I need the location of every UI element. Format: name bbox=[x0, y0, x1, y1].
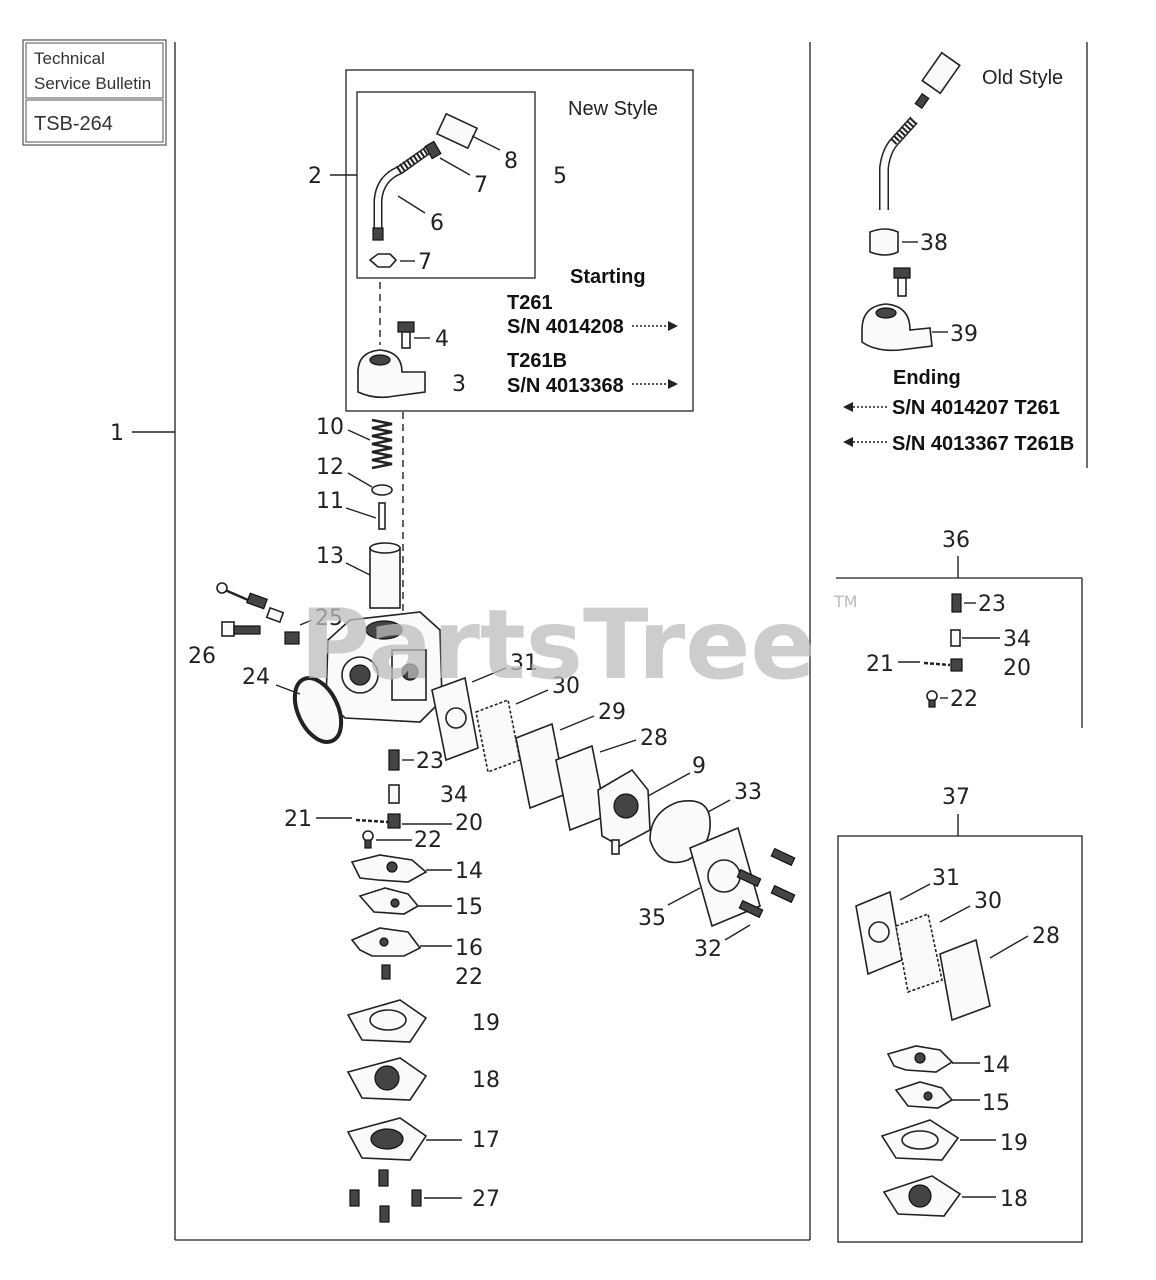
main-frame: 1 bbox=[110, 42, 811, 1241]
new-style-sn-a: S/N 4014208 bbox=[507, 316, 624, 338]
callout-12: 12 bbox=[316, 455, 344, 480]
carburetor-body: 25 26 24 bbox=[188, 582, 443, 744]
callout-34: 34 bbox=[440, 783, 468, 808]
new-style-box: 2 New Style 5 6 7 8 7 4 3 Starting T26 bbox=[308, 69, 694, 412]
tsb-box: Technical Service Bulletin TSB-264 bbox=[22, 39, 167, 146]
kit36-callout-22: 22 bbox=[950, 687, 978, 712]
watermark: PartsTree bbox=[300, 589, 815, 701]
lower-stack: 23 34 21 20 22 14 15 16 22 19 18 bbox=[284, 749, 500, 1223]
kit36-callout-23: 23 bbox=[978, 592, 1006, 617]
callout-17: 17 bbox=[472, 1128, 500, 1153]
callout-15: 15 bbox=[455, 895, 483, 920]
callout-23: 23 bbox=[416, 749, 444, 774]
old-style-heading: Old Style bbox=[982, 67, 1063, 89]
screws-32 bbox=[736, 847, 796, 919]
old-style-ending: Ending bbox=[893, 367, 961, 389]
callout-5: 5 bbox=[553, 164, 567, 189]
callout-38: 38 bbox=[920, 231, 948, 256]
new-style-starting: Starting bbox=[570, 266, 646, 288]
callout-14: 14 bbox=[455, 859, 483, 884]
kit36-callout-21: 21 bbox=[866, 652, 894, 677]
pump-side-stack: 31 30 29 28 9 33 35 32 bbox=[431, 651, 796, 962]
callout-19: 19 bbox=[472, 1011, 500, 1036]
kit-37: 37 31 30 28 14 15 19 18 bbox=[837, 785, 1083, 1243]
kit37-callout-18: 18 bbox=[1000, 1187, 1028, 1212]
callout-28: 28 bbox=[640, 726, 668, 751]
screws-27 bbox=[349, 1169, 422, 1223]
callout-10: 10 bbox=[316, 415, 344, 440]
kit37-callout-31: 31 bbox=[932, 866, 960, 891]
tsb-number: TSB-264 bbox=[34, 113, 113, 135]
callout-21: 21 bbox=[284, 807, 312, 832]
callout-24: 24 bbox=[242, 665, 270, 690]
tsb-title-line1: Technical bbox=[34, 49, 105, 68]
callout-2: 2 bbox=[308, 164, 322, 189]
callout-9: 9 bbox=[692, 754, 706, 779]
kit36-callout-34: 34 bbox=[1003, 627, 1031, 652]
kit-36: 36 23 34 21 20 22 bbox=[836, 528, 1083, 728]
callout-1: 1 bbox=[110, 421, 124, 446]
callout-4: 4 bbox=[435, 327, 449, 352]
tsb-title-line2: Service Bulletin bbox=[34, 74, 151, 93]
new-style-model-b: T261B bbox=[507, 350, 567, 372]
callout-31: 31 bbox=[510, 651, 538, 676]
callout-35: 35 bbox=[638, 906, 666, 931]
callout-27: 27 bbox=[472, 1187, 500, 1212]
callout-20: 20 bbox=[455, 811, 483, 836]
callout-25: 25 bbox=[315, 606, 343, 631]
kit37-callout-14: 14 bbox=[982, 1053, 1010, 1078]
spring-10 bbox=[371, 418, 393, 470]
callout-11: 11 bbox=[316, 489, 344, 514]
callout-29: 29 bbox=[598, 700, 626, 725]
callout-22a: 22 bbox=[414, 828, 442, 853]
callout-33: 33 bbox=[734, 780, 762, 805]
callout-8: 8 bbox=[504, 149, 518, 174]
new-style-model-a: T261 bbox=[507, 292, 553, 314]
callout-36: 36 bbox=[942, 528, 970, 553]
new-style-sn-b: S/N 4013368 bbox=[507, 375, 624, 397]
kit37-callout-19: 19 bbox=[1000, 1131, 1028, 1156]
kit37-callout-30: 30 bbox=[974, 889, 1002, 914]
kit36-callout-20: 20 bbox=[1003, 656, 1031, 681]
callout-6: 6 bbox=[430, 211, 444, 236]
callout-13: 13 bbox=[316, 544, 344, 569]
upper-stack: 10 12 11 13 bbox=[316, 415, 401, 609]
kit37-callout-15: 15 bbox=[982, 1091, 1010, 1116]
callout-3: 3 bbox=[452, 372, 466, 397]
callout-7b: 7 bbox=[418, 250, 432, 275]
old-style-group: Old Style 38 39 Ending S/N 4014207 T261 … bbox=[843, 51, 1074, 455]
callout-30: 30 bbox=[552, 674, 580, 699]
kit37-callout-28: 28 bbox=[1032, 924, 1060, 949]
watermark-tm: TM bbox=[833, 592, 858, 611]
old-style-sn-b: S/N 4013367 T261B bbox=[892, 433, 1074, 455]
callout-7a: 7 bbox=[474, 173, 488, 198]
callout-22b: 22 bbox=[455, 965, 483, 990]
callout-37: 37 bbox=[942, 785, 970, 810]
callout-16: 16 bbox=[455, 936, 483, 961]
callout-39: 39 bbox=[950, 322, 978, 347]
callout-18: 18 bbox=[472, 1068, 500, 1093]
new-style-heading: New Style bbox=[568, 98, 658, 120]
old-style-sn-a: S/N 4014207 T261 bbox=[892, 397, 1060, 419]
callout-32: 32 bbox=[694, 937, 722, 962]
callout-26: 26 bbox=[188, 644, 216, 669]
